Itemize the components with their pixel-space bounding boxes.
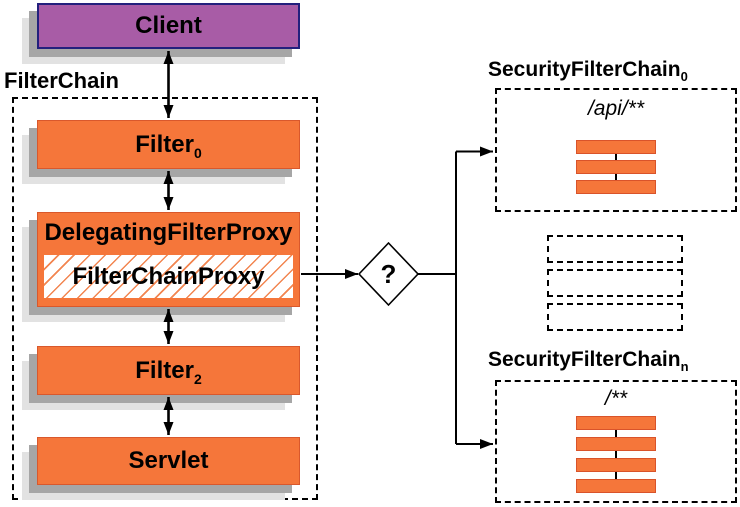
filter2-label: Filter2	[135, 356, 202, 387]
filter-bar-stack-chain0	[576, 140, 656, 194]
url-pattern-root: /**	[604, 387, 628, 410]
placeholder-chain-box	[547, 235, 683, 263]
placeholder-chain-box	[547, 303, 683, 331]
placeholder-chain-box	[547, 269, 683, 297]
client-label: Client	[135, 12, 202, 39]
delegating-filter-proxy-box: DelegatingFilterProxy FilterChainProxy	[37, 212, 300, 307]
filter0-box: Filter0	[37, 120, 300, 169]
placeholder-chain-stack	[547, 235, 683, 331]
filter-bar-stack-chainN	[576, 416, 656, 493]
filter-bar	[576, 180, 656, 194]
bar-connector-line	[615, 423, 617, 486]
filter0-label: Filter0	[135, 130, 202, 161]
security-filter-chain-0-subscript: 0	[680, 69, 688, 85]
filter-bar	[576, 458, 656, 472]
filter-bar	[576, 140, 656, 154]
filter-bar	[576, 160, 656, 174]
decision-question-label: ?	[381, 259, 397, 289]
security-filter-chain-0-box: /api/**	[495, 88, 737, 212]
filter0-subscript: 0	[193, 144, 202, 161]
filter2-box: Filter2	[37, 346, 300, 395]
filter-bar	[576, 437, 656, 451]
decision-diamond	[357, 241, 420, 307]
client-box: Client	[37, 3, 300, 49]
security-filter-chain-n-label: SecurityFilterChainn	[488, 348, 689, 375]
security-filter-chain-n-subscript: n	[680, 359, 689, 375]
security-filter-chain-0-label: SecurityFilterChain0	[488, 58, 688, 85]
filter-chain-proxy-label: FilterChainProxy	[72, 262, 265, 290]
servlet-box: Servlet	[37, 437, 300, 485]
filter-bar	[576, 479, 656, 493]
url-pattern-api: /api/**	[587, 97, 645, 120]
filterchain-label: FilterChain	[4, 68, 119, 93]
filter-chain-proxy-box: FilterChainProxy	[42, 253, 295, 300]
filter-bar	[576, 416, 656, 430]
servlet-label: Servlet	[128, 447, 209, 474]
delegating-filter-proxy-label: DelegatingFilterProxy	[44, 219, 293, 246]
filter2-subscript: 2	[193, 370, 202, 387]
security-filter-chain-n-box: /**	[495, 380, 737, 503]
